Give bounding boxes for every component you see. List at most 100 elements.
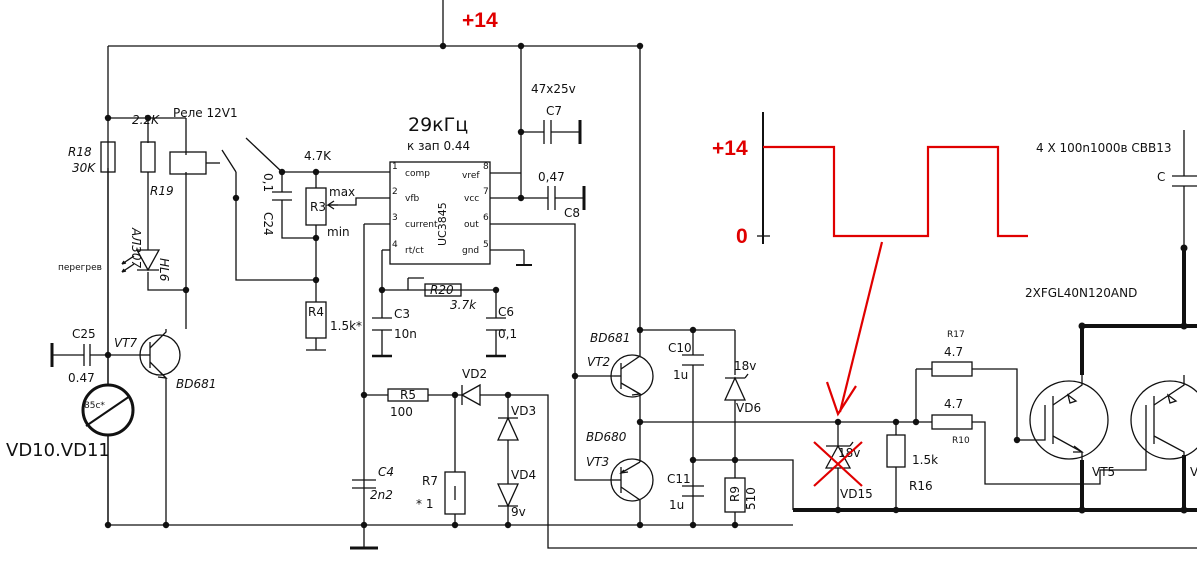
freq-label: 29кГц xyxy=(408,114,468,136)
vd10-label: VD10.VD11 xyxy=(6,440,110,461)
c7-value: 47x25v xyxy=(531,82,576,96)
wave-high-label: +14 xyxy=(712,137,748,160)
r7-label: R7 xyxy=(422,474,438,488)
cap-c-label: C xyxy=(1157,170,1165,184)
resistor-r4: R4 1.5k* xyxy=(305,301,362,351)
c10-label: C10 xyxy=(668,341,692,355)
svg-text:vcc: vcc xyxy=(464,194,479,204)
vd6-label: VD6 xyxy=(736,401,761,415)
igbt-note: 2XFGL40N120AND xyxy=(1025,286,1137,300)
annotation-arrow xyxy=(838,241,884,413)
r3-min: min xyxy=(327,225,350,239)
c24-label: C24 xyxy=(261,212,275,236)
power-bus xyxy=(793,248,1197,512)
caps-note: 4 X 100n1000в CBB13 xyxy=(1036,141,1172,155)
vd4-value: 9v xyxy=(511,505,526,519)
capacitor-c3: C3 10n xyxy=(372,307,417,358)
vt7-type: BD681 xyxy=(176,377,216,391)
r9-value: 510 xyxy=(744,487,758,510)
diode-vd4: VD4 9v xyxy=(496,468,536,519)
transistor-vt7: VT7 BD681 xyxy=(114,329,216,525)
capacitor-bank: 4 X 100n1000в CBB13 C xyxy=(1036,130,1197,248)
vt3-type: BD680 xyxy=(586,430,627,444)
vt2-type: BD681 xyxy=(590,331,630,345)
c10-value: 1u xyxy=(673,368,688,382)
r20-label: R20 xyxy=(430,283,454,297)
led-hl6: АЛ307 HL6 перегрев xyxy=(58,227,171,282)
vt5-label: VT5 xyxy=(1092,465,1115,479)
ic-uc3845: 29кГц к зап 0.44 UC3845 1 2 3 4 5 6 7 8 … xyxy=(389,114,491,265)
svg-text:8: 8 xyxy=(483,162,489,172)
c7-label: C7 xyxy=(546,104,562,118)
c25-label: C25 xyxy=(72,327,96,341)
supply-label: +14 xyxy=(462,9,498,32)
c6-value: 0,1 xyxy=(498,327,517,341)
r5-label: R5 xyxy=(400,388,416,402)
r3-max: max xyxy=(329,185,355,199)
capacitor-c8: 0,47 C8 xyxy=(538,170,586,220)
c8-value: 0,47 xyxy=(538,170,565,184)
ic-label: UC3845 xyxy=(436,202,449,246)
resistor-r7: R7 * 1 xyxy=(416,471,466,515)
svg-text:6: 6 xyxy=(483,213,489,223)
c3-label: C3 xyxy=(394,307,410,321)
vd3-label: VD3 xyxy=(511,404,536,418)
r10-label: R10 xyxy=(952,436,970,446)
capacitor-c4: C4 2n2 xyxy=(352,465,394,502)
r3-label: R3 xyxy=(310,200,326,214)
wires xyxy=(107,0,1197,550)
overheat-label: перегрев xyxy=(58,263,102,273)
capacitor-c11: C11 1u xyxy=(667,472,704,512)
capacitor-c7: 47x25v C7 xyxy=(531,82,582,144)
svg-text:rt/ct: rt/ct xyxy=(405,246,424,256)
r16-label: R16 xyxy=(909,479,933,493)
r17-label: R17 xyxy=(947,330,965,340)
c25-value: 0.47 xyxy=(68,371,95,385)
resistor-r20: R20 3.7k xyxy=(407,277,477,312)
zener-vd15: 18v VD15 xyxy=(813,441,873,501)
r10-value: 4.7 xyxy=(944,397,963,411)
igbt-vt5: VT5 xyxy=(1029,375,1115,479)
igbt-partial: V xyxy=(1130,375,1197,479)
r4-label: R4 xyxy=(308,305,324,319)
resistor-r18: R18 30K xyxy=(68,141,116,175)
duty-label: к зап 0.44 xyxy=(407,139,470,153)
r4-value: 1.5k* xyxy=(330,319,362,333)
svg-text:3: 3 xyxy=(392,213,398,223)
svg-text:current: current xyxy=(405,220,438,230)
r19-value: 2.2K xyxy=(132,113,160,127)
r19-label: R19 xyxy=(150,184,174,198)
svg-text:5: 5 xyxy=(483,240,489,250)
vt7-label: VT7 xyxy=(114,336,138,350)
c11-label: C11 xyxy=(667,472,691,486)
resistor-r19: 2.2K R19 xyxy=(132,113,174,198)
vt3-label: VT3 xyxy=(586,455,609,469)
c3-value: 10n xyxy=(394,327,417,341)
svg-text:comp: comp xyxy=(405,169,430,179)
c11-value: 1u xyxy=(669,498,684,512)
resistor-r5: R5 100 xyxy=(387,388,429,419)
resistor-r16: 1.5k R16 xyxy=(886,434,938,493)
r9-label: R9 xyxy=(728,486,742,502)
r20-value: 3.7k xyxy=(450,298,477,312)
vd15-label: VD15 xyxy=(840,487,873,501)
svg-text:7: 7 xyxy=(483,187,489,197)
resistor-r17: R17 4.7 xyxy=(931,330,973,377)
r18-value: 30K xyxy=(72,161,96,175)
svg-text:out: out xyxy=(464,220,479,230)
c8-label: C8 xyxy=(564,206,580,220)
vd4-label: VD4 xyxy=(511,468,536,482)
r17-value: 4.7 xyxy=(944,345,963,359)
thermo-label: 85c* xyxy=(84,401,105,411)
waveform-annotation: +14 0 xyxy=(712,112,1028,417)
r18-label: R18 xyxy=(68,145,92,159)
svg-text:vref: vref xyxy=(462,171,480,181)
capacitor-c10: C10 1u xyxy=(668,341,704,382)
transistor-vt2: BD681 VT2 xyxy=(587,331,654,398)
wave-low-label: 0 xyxy=(736,225,748,248)
capacitor-c6: C6 0,1 xyxy=(486,305,517,358)
hl6-label: HL6 xyxy=(157,258,171,282)
zener-vd6: 18v VD6 xyxy=(723,359,761,415)
capacitor-c24: 0,1 C24 xyxy=(261,173,292,236)
